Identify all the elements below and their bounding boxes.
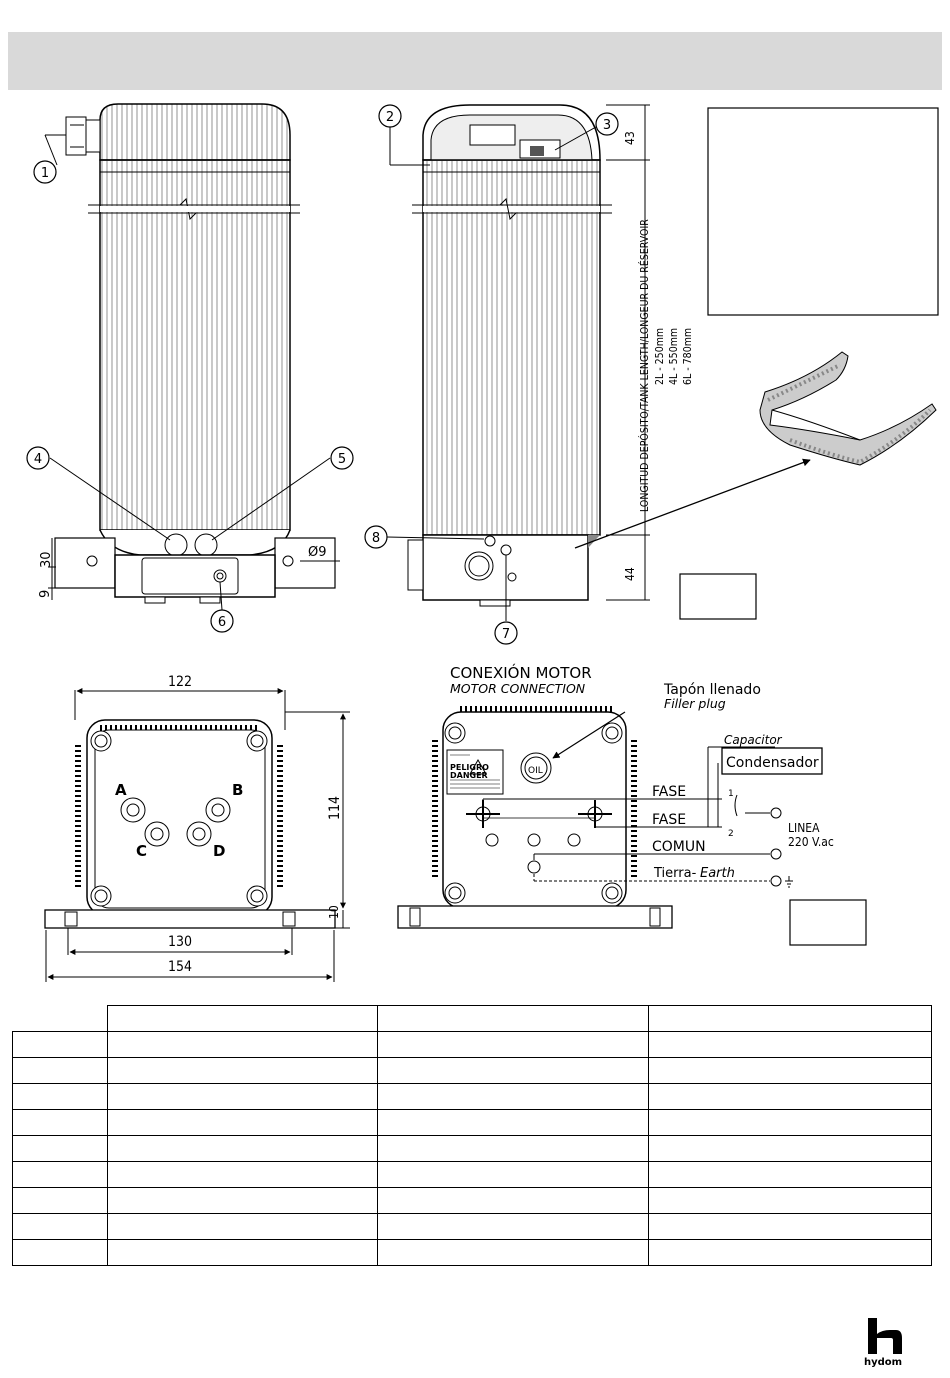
filler-plug-en: Filler plug <box>664 696 726 711</box>
dim-43: 43 <box>623 131 637 145</box>
svg-text:5: 5 <box>338 452 346 467</box>
note-box <box>707 107 939 316</box>
ref-box-1 <box>679 573 757 620</box>
table-row <box>12 1057 932 1084</box>
port-view <box>44 688 350 982</box>
port-a-label: A <box>115 781 127 799</box>
oil-label: OIL <box>528 766 543 776</box>
capacitor-es: Condensador <box>726 755 819 771</box>
dim-30: 30 <box>39 551 54 568</box>
callout-7: 7 <box>494 621 518 645</box>
tray-illustration <box>759 351 937 466</box>
table-row <box>12 1213 932 1240</box>
line-label: LINEA <box>788 821 820 835</box>
port-c-label: C <box>136 842 147 860</box>
table-row <box>12 1083 932 1110</box>
table-row <box>12 1161 932 1188</box>
svg-text:8: 8 <box>372 531 380 546</box>
tank-size-2l: 2L - 250mm <box>654 328 666 385</box>
filler-plug-es: Tapón llenado <box>663 682 761 698</box>
svg-text:3: 3 <box>603 118 611 133</box>
svg-text:hydom: hydom <box>864 1357 902 1368</box>
table-row <box>12 1109 932 1136</box>
side-view <box>386 104 811 621</box>
callout-1: 1 <box>33 160 57 184</box>
voltage-label: 220 V.ac <box>788 835 834 849</box>
callout-8: 8 <box>364 525 388 549</box>
callout-3: 3 <box>595 112 619 136</box>
dim-122: 122 <box>168 674 192 690</box>
wiring-title: CONEXIÓN MOTOR <box>450 663 592 682</box>
phase-2-label: FASE <box>652 812 686 828</box>
hydom-logo: hydom <box>864 1318 902 1368</box>
tank-size-4l: 4L - 550mm <box>668 328 680 385</box>
dim-9: 9 <box>38 590 53 598</box>
table-row <box>12 1187 932 1214</box>
callout-4: 4 <box>26 446 50 470</box>
table-row <box>12 1005 932 1032</box>
wiring-view <box>397 706 823 929</box>
dim-phi9: Ø9 <box>308 545 327 560</box>
earth-en: Earth <box>700 866 735 881</box>
header-band <box>8 32 942 90</box>
tank-size-6l: 6L - 780mm <box>682 328 694 385</box>
capacitor-en: Capacitor <box>724 733 783 747</box>
svg-text:7: 7 <box>502 627 510 642</box>
common-label: COMUN <box>652 839 706 855</box>
switch-pos-2: 2 <box>728 829 734 839</box>
front-view <box>44 103 340 611</box>
dim-10: 10 <box>327 905 341 919</box>
wiring-subtitle: MOTOR CONNECTION <box>450 681 586 696</box>
port-d-label: D <box>213 842 225 860</box>
svg-text:6: 6 <box>218 615 226 630</box>
dim-114: 114 <box>327 796 343 820</box>
dim-154: 154 <box>168 959 192 975</box>
table-row <box>12 1239 932 1266</box>
switch-pos-1: 1 <box>728 789 734 799</box>
table-row <box>12 1135 932 1162</box>
svg-text:4: 4 <box>34 452 42 467</box>
spec-table <box>12 1005 932 1266</box>
ref-box-2 <box>789 899 867 946</box>
svg-text:1: 1 <box>41 166 49 181</box>
dim-44: 44 <box>623 567 637 581</box>
callout-5: 5 <box>330 446 354 470</box>
tank-length-label: LONGITUD DEPÓSITO/TANK LENGTH/LONGEUR DU… <box>638 219 651 512</box>
table-row <box>12 1031 932 1058</box>
warning-title-2: DANGER <box>450 771 488 780</box>
port-b-label: B <box>232 781 243 799</box>
earth-es: Tierra- <box>653 866 697 881</box>
callout-2: 2 <box>378 104 402 128</box>
phase-1-label: FASE <box>652 784 686 800</box>
dim-130: 130 <box>168 934 192 950</box>
callout-6: 6 <box>210 609 234 633</box>
warning-title-1: PELIGRO <box>450 763 489 772</box>
svg-text:2: 2 <box>386 110 394 125</box>
